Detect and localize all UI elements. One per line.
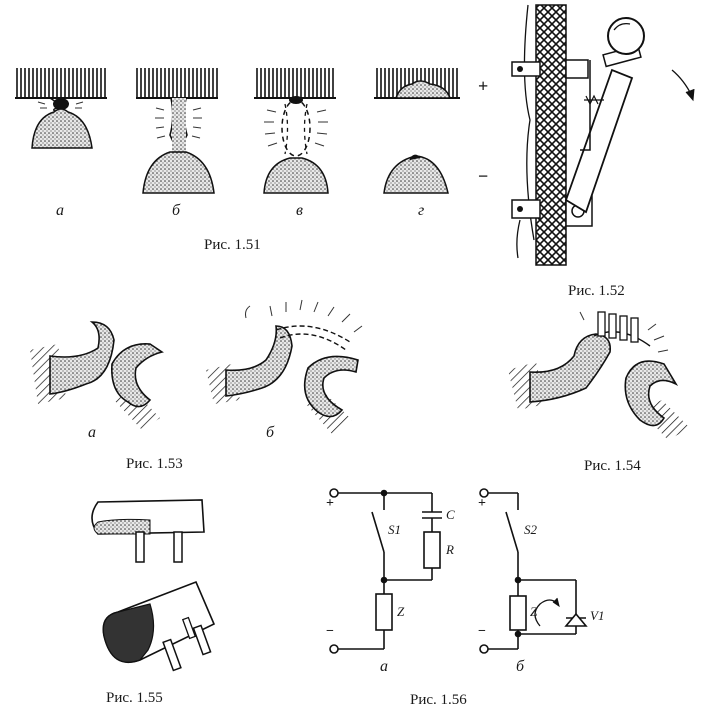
- fig156a-load-label: Z: [397, 604, 405, 619]
- fig154-caption: Рис. 1.54: [584, 458, 641, 474]
- fig156-circuit-a: [329, 488, 442, 654]
- fig151-stage-g: [374, 68, 460, 194]
- fig154-drawing: [508, 311, 690, 440]
- fig152-drawing: [511, 4, 695, 266]
- fig156a-resistor-label: R: [446, 542, 454, 557]
- fig151-stage-v: [254, 68, 336, 194]
- fig153-caption: Рис. 1.53: [126, 456, 183, 472]
- fig155-caption: Рис. 1.55: [106, 690, 163, 706]
- fig151-label-g: г: [418, 202, 425, 219]
- fig151-label-v: в: [296, 202, 303, 219]
- fig156a-capacitor-label: C: [446, 507, 455, 522]
- fig151-label-a: а: [56, 202, 64, 219]
- fig155-drawing: [91, 499, 216, 672]
- fig156a-minus: −: [326, 624, 334, 639]
- fig151-stage-a: [15, 68, 107, 149]
- fig151-minus-sign: −: [478, 166, 489, 186]
- fig156b-switch-label: S2: [524, 522, 537, 537]
- fig151-plus-sign: +: [478, 76, 489, 96]
- fig156b-label: б: [516, 658, 525, 675]
- fig156b-diode-label: V1: [590, 608, 605, 623]
- fig153-stage-b: [206, 299, 363, 434]
- fig151-caption: Рис. 1.51: [204, 237, 261, 253]
- fig156a-label: а: [380, 658, 388, 675]
- fig156-circuit-b: [479, 488, 588, 654]
- fig151-label-b: б: [172, 202, 181, 219]
- fig151-stage-b: [136, 68, 218, 194]
- fig152-caption: Рис. 1.52: [568, 283, 625, 299]
- fig156-caption: Рис. 1.56: [410, 692, 467, 708]
- fig156a-switch-label: S1: [388, 522, 401, 537]
- fig156b-load-label: Z: [530, 604, 538, 619]
- fig153-stage-a: [30, 321, 164, 430]
- fig156b-plus: +: [478, 496, 486, 511]
- fig153-label-a: а: [88, 424, 96, 441]
- fig153-label-b: б: [266, 424, 275, 441]
- fig156b-minus: −: [478, 624, 486, 639]
- fig156a-plus: +: [326, 496, 334, 511]
